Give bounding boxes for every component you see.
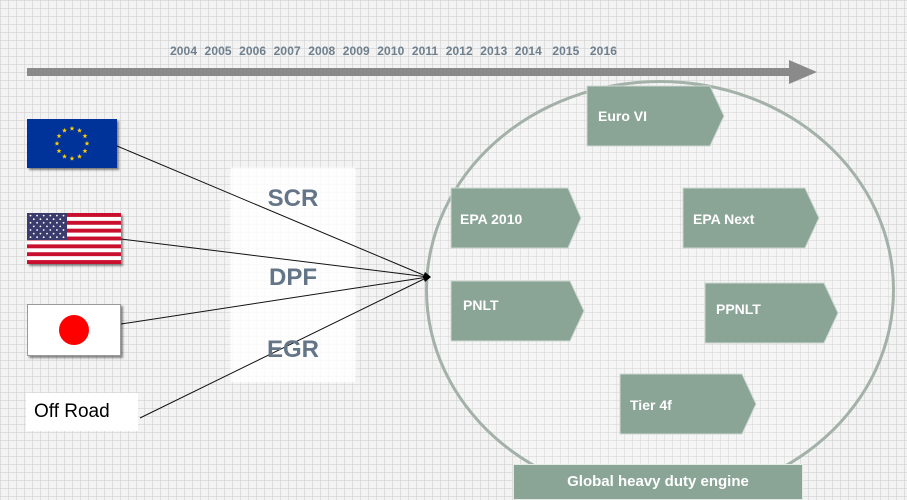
us-flag-icon [27, 213, 121, 264]
regulation-label: Euro VI [598, 108, 647, 124]
regulation-tier-4f: Tier 4f [619, 373, 757, 435]
regulation-label: PPNLT [716, 301, 761, 317]
year-label: 2011 [411, 44, 439, 58]
year-label: 2006 [239, 44, 267, 58]
year-label: 2005 [204, 44, 232, 58]
tech-label-scr: SCR [267, 185, 319, 212]
regulation-label: EPA Next [693, 211, 755, 227]
year-label: 2013 [480, 44, 508, 58]
year-label: 2008 [308, 44, 336, 58]
regulation-label: EPA 2010 [460, 211, 522, 227]
regulation-label: Tier 4f [630, 397, 672, 413]
timeline-arrow [27, 60, 817, 84]
year-label: 2012 [445, 44, 473, 58]
regulation-ppnlt: PPNLT [704, 282, 839, 344]
year-label: 2014 [514, 44, 542, 58]
year-label: 2009 [342, 44, 370, 58]
year-labels: 2004 2005 2006 2007 2008 2009 2010 2011 … [170, 44, 770, 58]
regulation-label: PNLT [463, 297, 499, 313]
year-label: 2007 [273, 44, 301, 58]
year-label: 2015 [552, 44, 580, 58]
year-label: 2010 [377, 44, 405, 58]
regulation-epa-2010: EPA 2010 [450, 187, 582, 249]
regulation-pnlt: PNLT [450, 280, 585, 342]
global-engine-label: Global heavy duty engine [513, 464, 803, 500]
tech-label-dpf: DPF [269, 264, 317, 291]
off-road-label: Off Road [26, 393, 138, 431]
japan-flag-icon [27, 304, 121, 356]
regulation-euro-vi: Euro VI [586, 85, 725, 147]
year-label: 2016 [589, 44, 617, 58]
regulation-epa-next: EPA Next [682, 187, 820, 249]
tech-label-egr: EGR [266, 336, 319, 363]
year-label: 2004 [170, 44, 198, 58]
eu-flag-icon [27, 119, 117, 168]
